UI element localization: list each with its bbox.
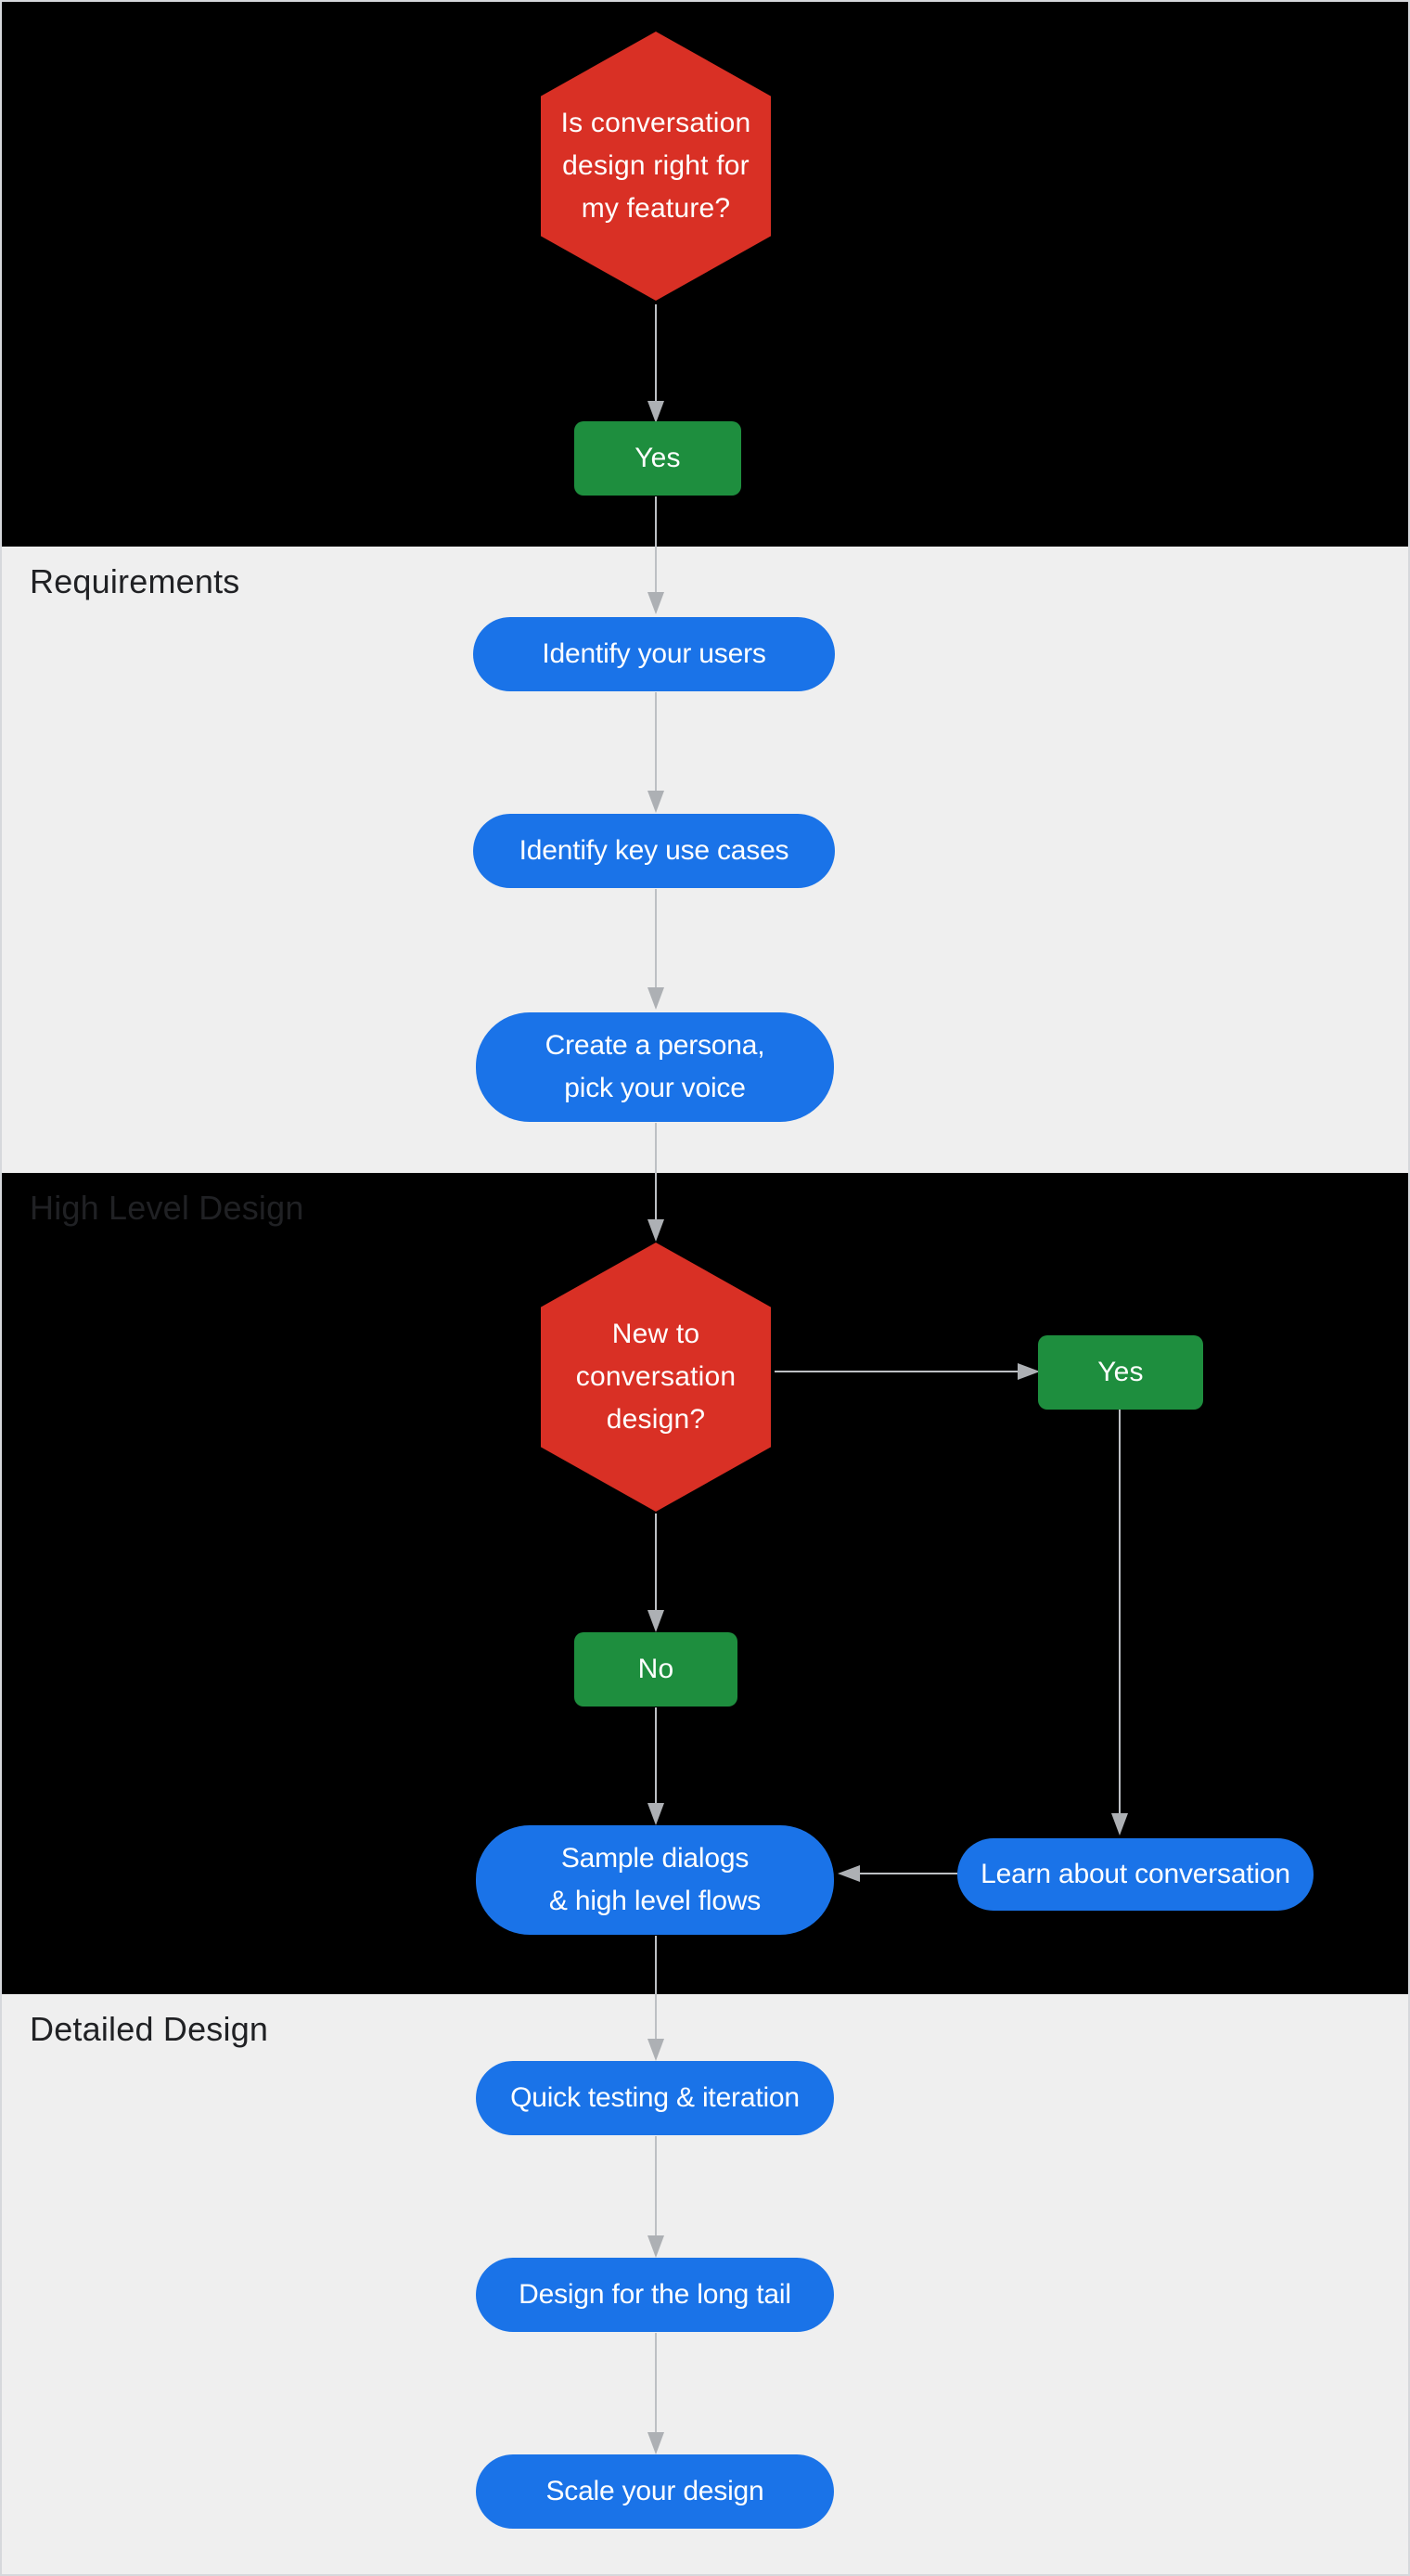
arrow-line: [655, 2333, 657, 2432]
arrow-line: [655, 889, 657, 987]
answer-no-button[interactable]: No: [574, 1632, 737, 1707]
arrow-line: [655, 692, 657, 791]
arrowhead-down-icon: [647, 1803, 664, 1825]
step-design-for-long-tail[interactable]: Design for the long tail: [476, 2258, 834, 2332]
step-scale-your-design[interactable]: Scale your design: [476, 2454, 834, 2529]
decision-new-to-conversation-design: New to conversation design?: [541, 1243, 771, 1512]
decision-label: Is conversation design right for my feat…: [560, 108, 751, 224]
arrowhead-down-icon: [647, 592, 664, 614]
arrow-line: [860, 1873, 957, 1874]
answer-yes-button[interactable]: Yes: [1038, 1335, 1203, 1410]
decision-is-conversation-design-right: Is conversation design right for my feat…: [541, 32, 771, 301]
hexagon-shape: [541, 1243, 771, 1512]
arrowhead-down-icon: [647, 2432, 664, 2454]
arrow-line: [655, 2136, 657, 2235]
arrowhead-down-icon: [647, 401, 664, 423]
decision-label: New to conversation design?: [575, 1319, 737, 1435]
section-label-requirements: Requirements: [30, 562, 240, 600]
arrow-line: [655, 1936, 657, 2039]
arrowhead-down-icon: [647, 987, 664, 1010]
section-label-detailed-design: Detailed Design: [30, 2010, 269, 2048]
arrowhead-down-icon: [647, 1219, 664, 1242]
arrow-line: [655, 1123, 657, 1219]
arrowhead-down-icon: [647, 2039, 664, 2061]
arrow-line: [655, 1707, 657, 1803]
step-quick-testing-iteration[interactable]: Quick testing & iteration: [476, 2061, 834, 2135]
arrow-line: [1119, 1410, 1121, 1813]
step-sample-dialogs-high-level-flows[interactable]: Sample dialogs & high level flows: [476, 1825, 834, 1935]
arrowhead-right-icon: [1018, 1363, 1040, 1380]
arrowhead-down-icon: [647, 2235, 664, 2258]
step-create-persona-pick-voice[interactable]: Create a persona, pick your voice: [476, 1012, 834, 1122]
arrow-line: [655, 304, 657, 401]
answer-yes-button[interactable]: Yes: [574, 421, 741, 496]
arrowhead-left-icon: [838, 1865, 860, 1882]
arrowhead-down-icon: [647, 791, 664, 813]
arrow-line: [775, 1371, 1018, 1372]
step-learn-about-conversation[interactable]: Learn about conversation: [957, 1838, 1314, 1911]
arrowhead-down-icon: [1111, 1813, 1128, 1835]
step-identify-key-use-cases[interactable]: Identify key use cases: [473, 814, 835, 888]
section-label-high-level-design: High Level Design: [30, 1189, 304, 1227]
arrow-line: [655, 1513, 657, 1610]
step-identify-your-users[interactable]: Identify your users: [473, 617, 835, 691]
arrowhead-down-icon: [647, 1610, 664, 1632]
arrow-line: [655, 496, 657, 592]
hexagon-shape: [541, 32, 771, 301]
